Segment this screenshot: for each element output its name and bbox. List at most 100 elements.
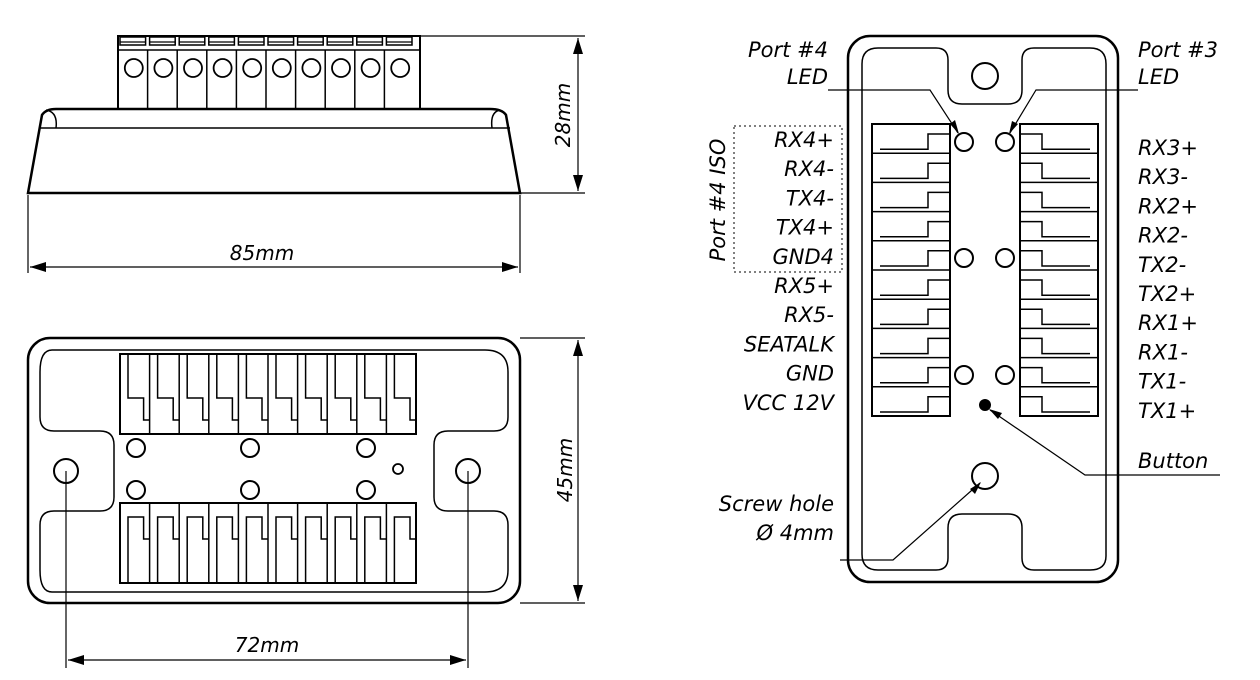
left-pin-label: RX4-: [784, 157, 834, 181]
terminal-slot: [1020, 308, 1090, 326]
side-terminal-cap: [385, 36, 413, 46]
top-view-leds: [126, 438, 404, 500]
left-pin-label: VCC 12V: [743, 391, 836, 415]
screw-hole-label-line2: Ø 4mm: [756, 521, 834, 545]
side-terminal-block: [117, 35, 421, 110]
terminal-slot: [880, 279, 950, 296]
terminal-slot: [275, 516, 298, 583]
terminal-slot: [880, 133, 950, 150]
terminal-slot: [1020, 191, 1090, 209]
top-terminal-row-upper: [119, 353, 417, 435]
side-terminal-cap: [356, 36, 384, 46]
left-pin-label: GND: [786, 362, 834, 386]
side-terminal-cap: [119, 36, 147, 46]
terminal-slot: [364, 516, 387, 583]
terminal-slot: [1020, 337, 1090, 355]
right-pin-label: RX2+: [1138, 194, 1198, 218]
side-view-body: [26, 107, 522, 195]
right-pin-label: RX1+: [1138, 311, 1198, 335]
top-terminal-row-lower: [119, 502, 417, 584]
side-terminal-screw: [360, 58, 381, 78]
right-pin-label: RX1-: [1138, 340, 1188, 364]
pinout-leds: [954, 132, 1015, 411]
terminal-slot: [393, 516, 416, 583]
terminal-slot: [1020, 279, 1090, 296]
pinout-screw-hole-bottom: [971, 462, 999, 490]
pinout-labels: Port #4 LED Port #3 LED Port #4 ISO Butt…: [706, 38, 1218, 545]
pinout-button: [979, 399, 991, 411]
right-pin-label: TX1+: [1138, 399, 1196, 423]
side-terminal-screw: [123, 58, 144, 78]
top-view-inner: [39, 349, 509, 593]
terminal-slot: [880, 337, 950, 355]
port4-led-label-line1: Port #4: [748, 38, 828, 62]
dimension-depth: 45mm: [520, 337, 585, 604]
pinout-view: [733, 34, 1220, 584]
pinout-terminal-left: [871, 123, 951, 417]
right-pin-label: TX2-: [1138, 253, 1186, 277]
terminal-slot: [1020, 396, 1090, 413]
pinout-terminal-right: [1019, 123, 1099, 417]
dimension-height: 28mm: [420, 35, 585, 194]
side-terminal-screw: [212, 58, 233, 78]
side-terminal-screw: [153, 58, 174, 78]
dimension-hole-spacing-label: 72mm: [235, 633, 299, 657]
dimension-width-label: 85mm: [230, 241, 294, 265]
screw-hole-label-line1: Screw hole: [719, 492, 834, 516]
terminal-slot: [1020, 250, 1090, 267]
side-terminal-screw: [183, 58, 203, 78]
side-terminal-cap: [148, 36, 176, 46]
port3-led: [995, 132, 1015, 152]
left-pin-label: RX4+: [774, 128, 834, 152]
terminal-slot: [127, 516, 150, 583]
side-terminal-screw: [271, 58, 292, 78]
side-terminal-screw: [301, 58, 322, 78]
leader-lines: [828, 89, 1220, 561]
terminal-slot: [156, 516, 180, 583]
right-pin-label: TX1-: [1138, 370, 1186, 394]
side-terminal-cap: [296, 36, 324, 46]
pinout-outline: [846, 34, 1120, 584]
side-terminal-cap: [237, 36, 265, 46]
left-pin-label: GND4: [772, 245, 834, 269]
terminal-slot: [245, 354, 268, 421]
right-pin-label: RX3-: [1138, 165, 1188, 189]
terminal-slot: [127, 354, 150, 421]
terminal-slot: [1020, 220, 1090, 238]
dimension-depth-label: 45mm: [553, 438, 577, 502]
side-terminal-cap: [178, 36, 206, 46]
side-terminal-cap: [267, 36, 295, 46]
left-pin-label: SEATALK: [744, 332, 836, 356]
terminal-slot: [880, 250, 950, 267]
terminal-slot: [304, 516, 328, 583]
terminal-slot: [216, 354, 239, 421]
right-pin-label: RX2-: [1138, 224, 1188, 248]
side-terminal-cap: [208, 36, 236, 46]
left-pin-label: TX4-: [786, 186, 834, 210]
right-pin-label: RX3+: [1138, 136, 1198, 160]
left-pin-label: RX5-: [784, 303, 834, 327]
top-view-outline: [26, 336, 522, 605]
terminal-slot: [1020, 133, 1090, 150]
port3-led-label-line2: LED: [1138, 65, 1179, 89]
terminal-slot: [334, 354, 357, 421]
terminal-slot: [880, 162, 950, 180]
port4-led-label-line2: LED: [787, 65, 828, 89]
top-view: [26, 336, 522, 605]
terminal-slot: [880, 220, 950, 238]
terminal-slot: [334, 516, 357, 583]
terminal-slot: [275, 354, 298, 421]
left-pin-label: TX4+: [776, 216, 834, 240]
left-pin-label: RX5+: [774, 274, 834, 298]
terminal-slot: [1020, 366, 1090, 384]
side-terminal-screw: [331, 58, 351, 78]
terminal-slot: [364, 354, 387, 421]
side-terminal-cap: [326, 36, 354, 46]
port4-iso-group: [733, 125, 843, 273]
terminal-slot: [393, 354, 416, 421]
terminal-slot: [880, 396, 950, 413]
dimension-height-label: 28mm: [551, 83, 575, 147]
pinout-inner: [861, 47, 1107, 571]
